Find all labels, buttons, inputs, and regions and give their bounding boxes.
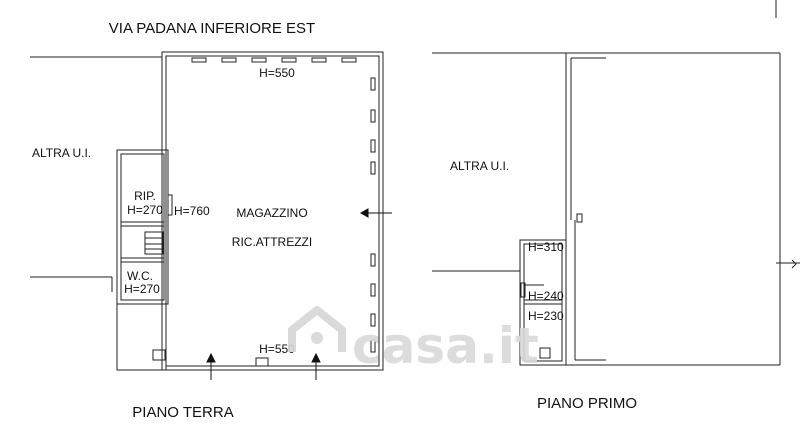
height-wc: H=270 xyxy=(124,282,160,296)
street-label: VIA PADANA INFERIORE EST xyxy=(109,20,315,37)
first-floor-plan xyxy=(432,52,800,366)
watermark: casa.it xyxy=(288,306,539,375)
room-name-wc: W.C. xyxy=(127,269,153,283)
watermark-text: casa.it xyxy=(352,317,539,375)
ground-floor-title: PIANO TERRA xyxy=(132,404,233,421)
house-logo-icon xyxy=(288,306,346,352)
neighbor-label-ground: ALTRA U.I. xyxy=(32,146,91,160)
height-side: H=760 xyxy=(174,204,210,218)
neighbor-label-first: ALTRA U.I. xyxy=(450,159,509,173)
room-name-storage: RIP. xyxy=(134,189,156,203)
room-name-main: MAGAZZINO xyxy=(236,206,307,220)
height-top: H=550 xyxy=(259,66,295,80)
height-bottom: H=550 xyxy=(259,342,295,356)
first-floor-title: PIANO PRIMO xyxy=(537,395,637,412)
entrance-arrows xyxy=(206,208,392,380)
height-first-1: H=310 xyxy=(528,240,564,254)
room-use-main: RIC.ATTREZZI xyxy=(232,235,312,249)
ground-floor-plan xyxy=(30,51,384,371)
height-first-2: H=240 xyxy=(528,289,564,303)
height-first-3: H=230 xyxy=(528,309,564,323)
height-storage: H=270 xyxy=(127,203,163,217)
